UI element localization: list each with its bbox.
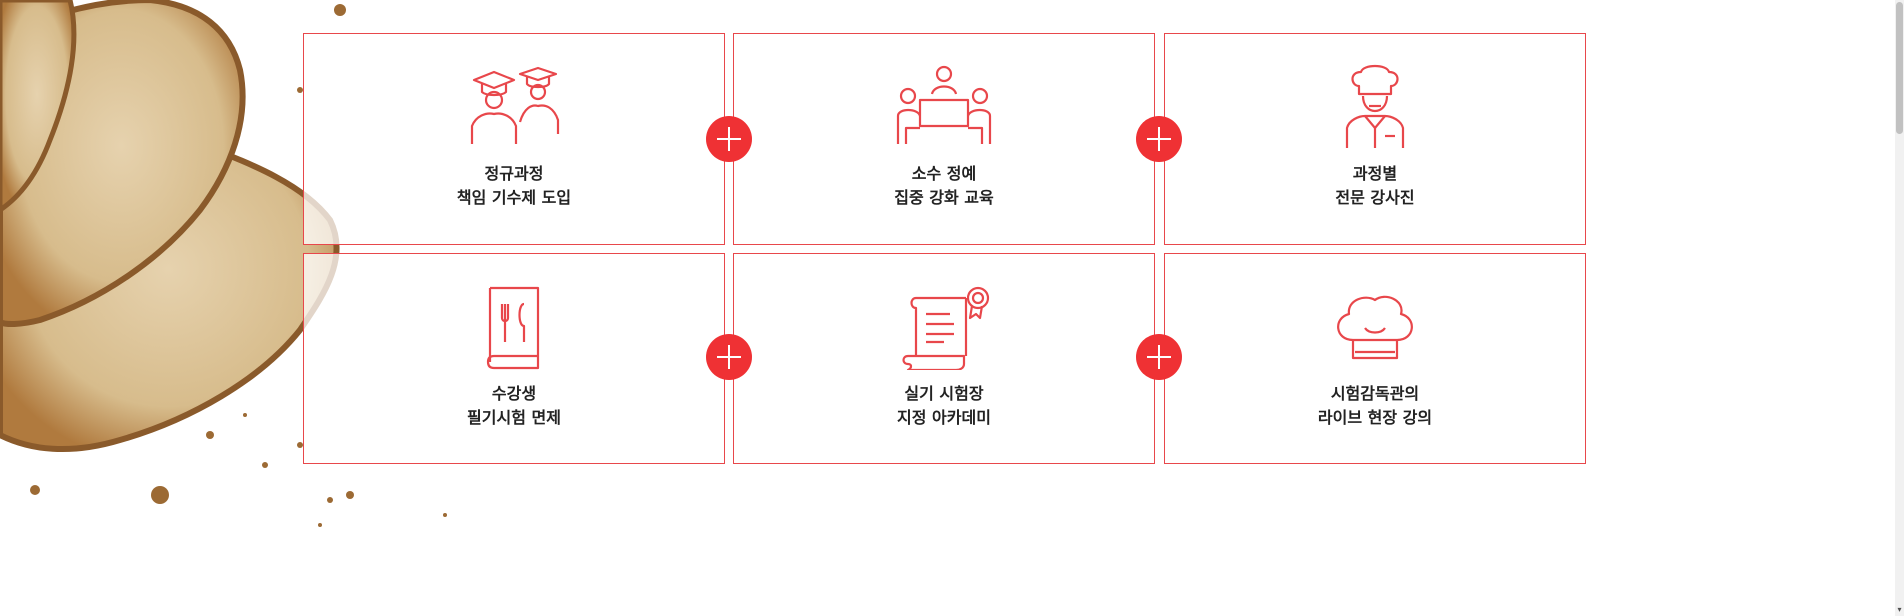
feature-card-regular-course[interactable]: 정규과정 책임 기수제 도입 (303, 33, 725, 245)
scroll-down-arrow-icon[interactable]: ▾ (1897, 605, 1902, 614)
bread-background-image (0, 0, 447, 527)
feature-title: 시험감독관의 라이브 현장 강의 (1317, 384, 1433, 427)
meeting-table-icon (894, 64, 994, 150)
plus-icon[interactable] (706, 334, 752, 380)
plus-icon[interactable] (1136, 116, 1182, 162)
feature-card-exam-center[interactable]: 실기 시험장 지정 아카데미 (733, 253, 1155, 464)
plus-icon[interactable] (1136, 334, 1182, 380)
vertical-scrollbar[interactable]: ▾ (1895, 0, 1904, 616)
graduates-icon (464, 64, 564, 150)
chef-instructor-icon (1325, 64, 1425, 150)
plus-icon[interactable] (706, 116, 752, 162)
feature-title: 정규과정 책임 기수제 도입 (456, 164, 572, 207)
feature-title: 과정별 전문 강사진 (1335, 164, 1415, 207)
chef-hat-icon (1325, 284, 1425, 370)
scrollbar-thumb[interactable] (1896, 2, 1903, 134)
feature-card-live-lecture[interactable]: 시험감독관의 라이브 현장 강의 (1164, 253, 1586, 464)
feature-title: 소수 정예 집중 강화 교육 (894, 164, 994, 207)
certificate-scroll-icon (894, 284, 994, 370)
feature-card-expert-instructors[interactable]: 과정별 전문 강사진 (1164, 33, 1586, 245)
feature-card-small-class[interactable]: 소수 정예 집중 강화 교육 (733, 33, 1155, 245)
feature-title: 실기 시험장 지정 아카데미 (897, 384, 991, 427)
feature-card-written-exam-exemption[interactable]: 수강생 필기시험 면제 (303, 253, 725, 464)
feature-title: 수강생 필기시험 면제 (467, 384, 561, 427)
recipe-book-icon (464, 284, 564, 370)
